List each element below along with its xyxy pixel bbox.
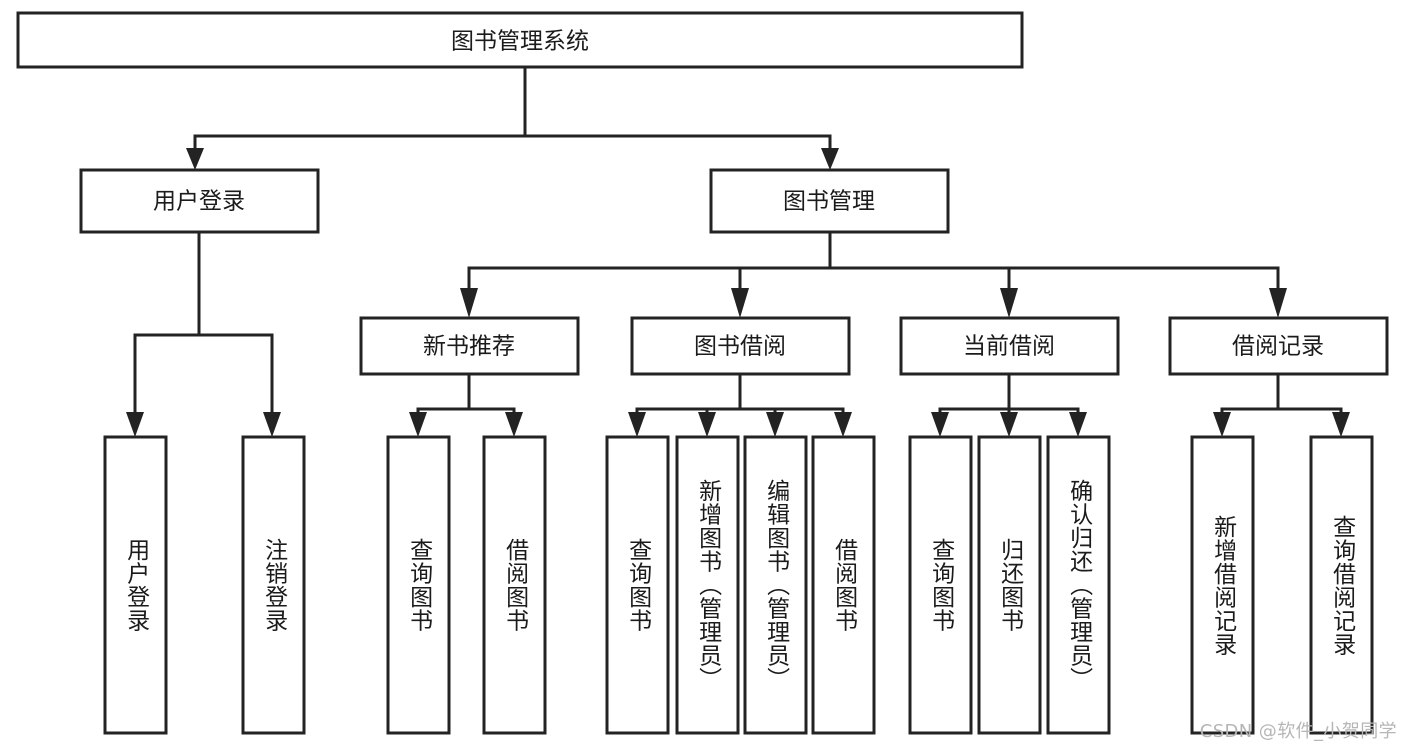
node-root-label: 图书管理系统 bbox=[451, 29, 589, 55]
node-user-login-box[interactable] bbox=[79, 168, 320, 234]
node-borrow-record-label: 借阅记录 bbox=[1232, 334, 1324, 360]
arrow-book-manage-to-current-borrow bbox=[1000, 288, 1018, 318]
arrow-new-book-rec-leaf-2 bbox=[505, 412, 523, 437]
node-root-box[interactable] bbox=[16, 11, 1024, 69]
arrow-current-borrow-leaf-1 bbox=[931, 412, 949, 437]
leaf-query-book-3-box[interactable] bbox=[908, 435, 973, 735]
arrow-current-borrow-leaf-2 bbox=[1000, 412, 1018, 437]
arrow-book-manage-to-book-borrow bbox=[731, 288, 749, 318]
leaf-borrow-book-1-box[interactable] bbox=[482, 435, 547, 735]
arrow-new-book-rec-leaf-1 bbox=[409, 412, 427, 437]
arrow-borrow-record-leaf-2 bbox=[1332, 412, 1350, 437]
arrow-user-login-leaf-1 bbox=[126, 412, 144, 437]
arrow-current-borrow-leaf-3 bbox=[1069, 412, 1087, 437]
leaf-add-book-box[interactable] bbox=[675, 435, 740, 735]
leaf-user-login-box[interactable] bbox=[103, 435, 168, 735]
node-new-book-rec-box[interactable] bbox=[359, 316, 580, 376]
node-current-borrow-box[interactable] bbox=[899, 316, 1120, 376]
node-book-manage-label: 图书管理 bbox=[783, 189, 875, 215]
leaf-box-layer bbox=[103, 435, 1374, 735]
node-current-borrow-label: 当前借阅 bbox=[963, 334, 1055, 360]
leaf-query-book-1-box[interactable] bbox=[386, 435, 451, 735]
leaf-borrow-book-2-box[interactable] bbox=[811, 435, 876, 735]
arrow-user-login-leaf-2 bbox=[263, 412, 281, 437]
arrow-book-borrow-leaf-1 bbox=[628, 412, 646, 437]
node-borrow-record[interactable]: 借阅记录 bbox=[1168, 316, 1389, 376]
leaf-edit-book-box[interactable] bbox=[743, 435, 808, 735]
arrow-borrow-record-leaf-1 bbox=[1213, 412, 1231, 437]
node-user-login[interactable]: 用户登录 bbox=[79, 168, 320, 234]
node-book-borrow-label: 图书借阅 bbox=[694, 334, 786, 360]
node-book-borrow-box[interactable] bbox=[630, 316, 851, 376]
leaf-return-book-box[interactable] bbox=[977, 435, 1042, 735]
node-new-book-rec-label: 新书推荐 bbox=[423, 334, 515, 360]
node-book-manage-box[interactable] bbox=[709, 168, 950, 234]
watermark: CSDN @软件_小贺同学 bbox=[1199, 721, 1397, 742]
node-book-manage[interactable]: 图书管理 bbox=[709, 168, 950, 234]
arrow-book-borrow-leaf-2 bbox=[698, 412, 716, 437]
leaf-query-record-box[interactable] bbox=[1309, 435, 1374, 735]
arrow-book-manage-to-new-book-rec bbox=[460, 288, 478, 318]
arrow-book-manage-to-borrow-record bbox=[1269, 288, 1287, 318]
connector-layer bbox=[126, 65, 1350, 437]
arrow-book-borrow-leaf-3 bbox=[766, 412, 784, 437]
node-user-login-label: 用户登录 bbox=[153, 189, 245, 215]
node-borrow-record-box[interactable] bbox=[1168, 316, 1389, 376]
node-new-book-rec[interactable]: 新书推荐 bbox=[359, 316, 580, 376]
arrow-root-to-book-manage bbox=[821, 148, 839, 170]
leaf-query-book-2-box[interactable] bbox=[605, 435, 670, 735]
node-current-borrow[interactable]: 当前借阅 bbox=[899, 316, 1120, 376]
node-root[interactable]: 图书管理系统 bbox=[16, 11, 1024, 69]
leaf-confirm-return-box[interactable] bbox=[1046, 435, 1111, 735]
node-book-borrow[interactable]: 图书借阅 bbox=[630, 316, 851, 376]
arrow-book-borrow-leaf-4 bbox=[834, 412, 852, 437]
leaf-logout-box[interactable] bbox=[241, 435, 306, 735]
leaf-add-record-box[interactable] bbox=[1190, 435, 1255, 735]
arrow-root-to-user-login bbox=[186, 148, 204, 170]
